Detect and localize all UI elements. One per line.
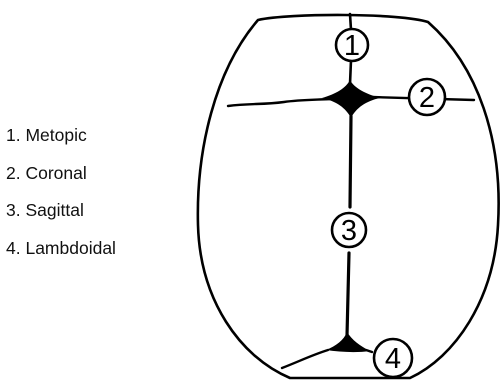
legend-item-lambdoidal: 4. Lambdoidal xyxy=(6,237,116,258)
legend-item-sagittal: 3. Sagittal xyxy=(6,200,84,220)
metopic-suture xyxy=(348,12,353,32)
metopic-suture-lower xyxy=(348,58,353,86)
marker-lambdoidal-number: 4 xyxy=(385,343,401,375)
coronal-suture-left xyxy=(226,97,334,108)
marker-sagittal-number: 3 xyxy=(341,215,357,247)
posterior-fontanelle xyxy=(326,332,370,353)
marker-coronal: 2 xyxy=(407,77,447,117)
marker-sagittal: 3 xyxy=(330,211,368,249)
lambdoid-suture-left xyxy=(280,348,330,370)
suture-legend: 1. Metopic 2. Coronal 3. Sagittal 4. Lam… xyxy=(6,122,116,272)
anterior-fontanelle xyxy=(322,80,380,118)
sagittal-suture-lower xyxy=(345,251,351,338)
marker-lambdoidal: 4 xyxy=(372,337,414,379)
marker-coronal-number: 2 xyxy=(419,82,435,114)
legend-item-metopic: 1. Metopic xyxy=(6,125,87,145)
sagittal-suture-upper xyxy=(348,114,353,209)
skull-outline xyxy=(196,13,500,380)
marker-metopic: 1 xyxy=(334,27,370,63)
legend-item-coronal: 2. Coronal xyxy=(6,162,87,183)
lambdoid-suture-right xyxy=(364,348,374,354)
marker-metopic-number: 1 xyxy=(344,30,360,62)
